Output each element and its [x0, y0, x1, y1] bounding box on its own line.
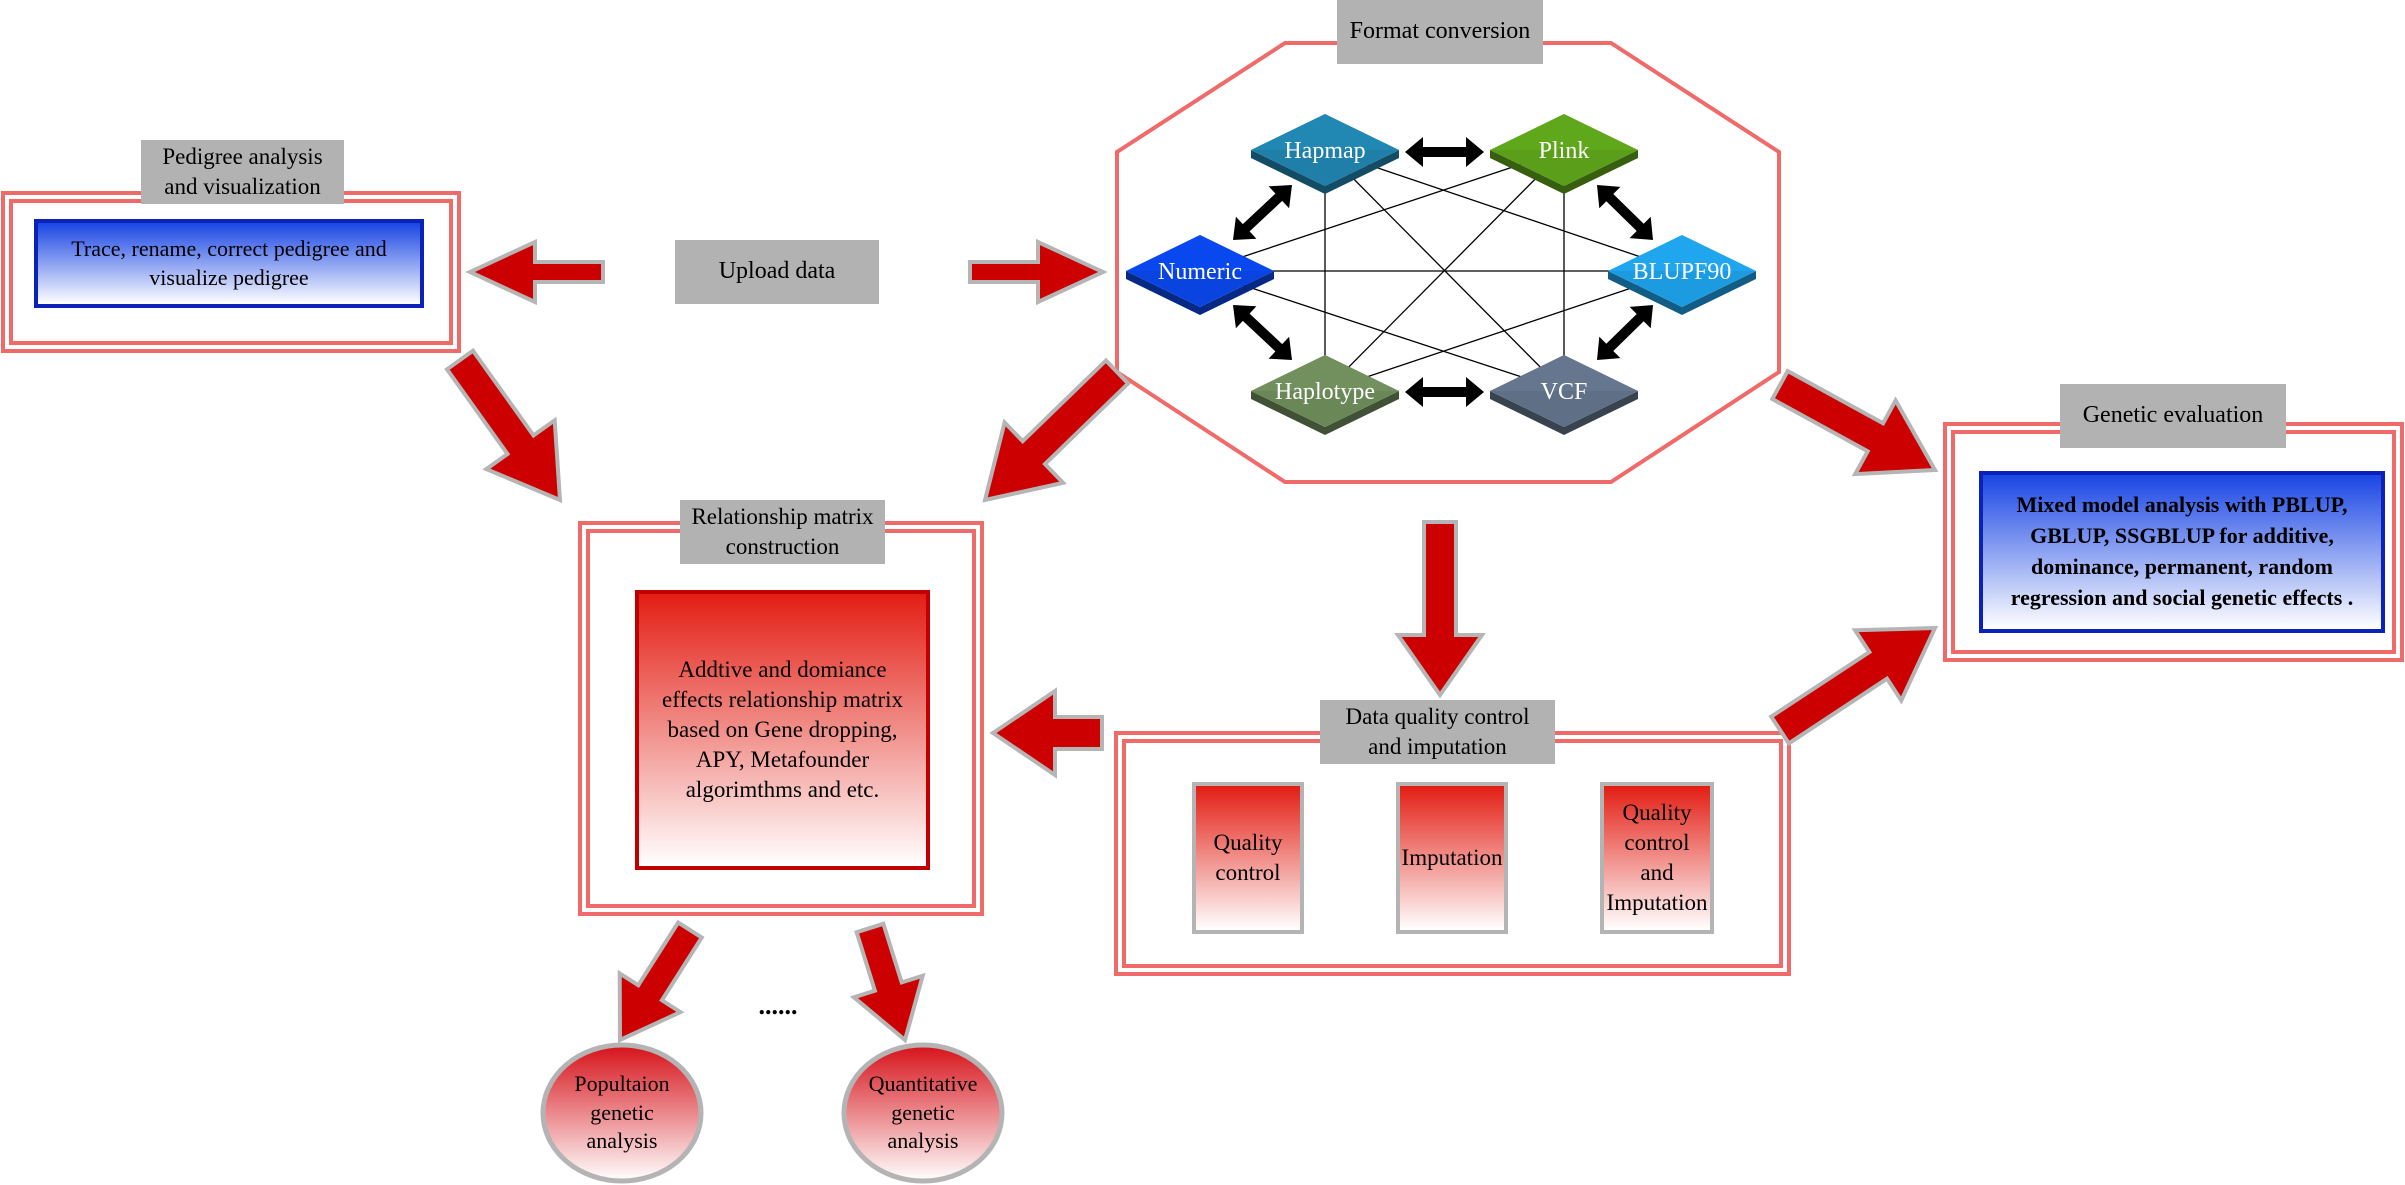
arrow-format-to-qc	[1394, 520, 1486, 699]
ellipsis-label: ......	[758, 991, 798, 1021]
relationship-matrix-title: Relationship matrix construction	[680, 500, 885, 564]
haplotype-label: Haplotype	[1275, 379, 1375, 406]
vcf-node	[1490, 355, 1638, 435]
format-conversion-octagon	[1115, 41, 1781, 484]
arrow-qc-to-matrix	[989, 687, 1104, 779]
quality-control-box: Quality control	[1192, 782, 1304, 934]
double-arrow-blupf90-vcf	[1597, 305, 1653, 360]
double-arrow-plink-blupf90	[1597, 185, 1653, 240]
upload-data-label: Upload data	[675, 240, 879, 304]
imputation-box: Imputation	[1396, 782, 1508, 934]
numeric-label: Numeric	[1158, 259, 1242, 286]
genetic-evaluation-title: Genetic evaluation	[2060, 384, 2286, 448]
quantitative-genetics-ellipse	[841, 1042, 1005, 1184]
arrow-format-to-genetic	[1769, 368, 1939, 477]
hapmap-node	[1251, 114, 1399, 194]
hapmap-label: Hapmap	[1284, 138, 1366, 165]
arrow-format-to-matrix	[982, 357, 1131, 503]
output-ellipses	[540, 1042, 1005, 1184]
arrow-matrix-to-quantitative	[849, 921, 926, 1044]
genetic-evaluation-body: Mixed model analysis with PBLUP, GBLUP, …	[1979, 471, 2385, 633]
format-conversion-title: Format conversion	[1337, 0, 1543, 64]
pedigree-body: Trace, rename, correct pedigree and visu…	[34, 219, 424, 308]
format-nodes	[1126, 114, 1756, 435]
quantitative-genetics-label: Quantitative genetic analysis	[868, 1071, 978, 1154]
haplotype-node	[1251, 355, 1399, 435]
blupf90-label: BLUPF90	[1632, 259, 1732, 286]
arrow-qc-to-genetic	[1768, 625, 1939, 747]
arrow-to-pedigree	[465, 238, 605, 306]
plink-label: Plink	[1538, 138, 1590, 165]
double-arrow-hapmap-plink	[1405, 137, 1484, 167]
format-connections	[1210, 152, 1672, 389]
double-arrow-haplotype-vcf	[1405, 377, 1484, 407]
format-double-arrows	[1233, 137, 1653, 407]
arrow-pedigree-to-matrix	[444, 347, 563, 504]
connection-haplotype-blupf90	[1335, 273, 1672, 389]
arrow-matrix-to-population	[617, 919, 705, 1044]
arrow-to-format	[968, 238, 1108, 306]
relationship-matrix-body: Addtive and domiance effects relationshi…	[635, 590, 930, 870]
connection-plink-numeric	[1210, 152, 1554, 269]
plink-node	[1490, 114, 1638, 194]
double-arrow-numeric-haplotype	[1233, 305, 1292, 360]
qc-imputation-title: Data quality control and imputation	[1320, 700, 1555, 764]
qc-and-imputation-box: Quality control and Imputation	[1600, 782, 1714, 934]
pedigree-title: Pedigree analysis and visualization	[141, 140, 344, 204]
population-genetics-ellipse	[540, 1042, 704, 1184]
vcf-label: VCF	[1540, 379, 1588, 406]
flow-arrows	[444, 238, 1939, 1044]
population-genetics-label: Popultaion genetic analysis	[574, 1071, 670, 1154]
blupf90-node	[1608, 235, 1756, 315]
numeric-node	[1126, 235, 1274, 315]
double-arrow-hapmap-numeric	[1233, 185, 1292, 240]
